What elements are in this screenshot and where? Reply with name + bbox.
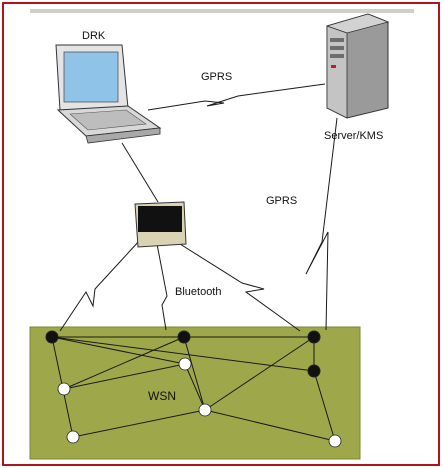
link-gprs-server-wsn (305, 117, 338, 331)
laptop-icon (55, 44, 162, 144)
server-drive-bay (330, 38, 344, 42)
mesh-edge (63, 336, 185, 390)
mesh-edge (51, 336, 186, 365)
sensor-node-black (177, 330, 191, 344)
mesh-edge (313, 370, 336, 442)
handheld-icon (134, 201, 187, 248)
laptop-screen (63, 51, 119, 103)
sensor-node-white (198, 403, 212, 417)
mesh-edge (72, 409, 206, 438)
sensor-node-white (328, 434, 342, 448)
sensor-node-black (307, 330, 321, 344)
laptop-label: DRK (82, 30, 106, 42)
laptop-front-edge (85, 127, 161, 144)
sensor-node-black (45, 330, 59, 344)
bluetooth-label: Bluetooth (175, 286, 222, 298)
server-drive-bay (330, 54, 344, 58)
mesh-edge (63, 363, 186, 390)
gprs-label-top: GPRS (201, 71, 233, 83)
mesh-edge (51, 336, 315, 372)
wsn-nodes (45, 330, 342, 448)
sensor-node-black (307, 364, 321, 378)
handheld-screen (138, 206, 182, 232)
wsn-field (29, 326, 361, 460)
server-label: Server/KMS (324, 130, 384, 142)
server-led (331, 65, 336, 68)
mesh-edge (204, 336, 315, 411)
outer-frame (2, 2, 440, 466)
mesh-edge (204, 409, 336, 442)
sensor-node-white (57, 382, 71, 396)
server-drive-bay (330, 46, 344, 50)
laptop-keyboard (69, 109, 147, 131)
link-bluetooth (156, 243, 168, 331)
link-handheld-wsn-right (179, 243, 301, 332)
sensor-node-white (178, 357, 192, 371)
wsn-label: WSN (148, 389, 176, 403)
link-handheld-wsn-left (59, 239, 141, 332)
mesh-edge (184, 363, 206, 411)
server-icon (325, 13, 390, 119)
sensor-node-white (66, 430, 80, 444)
link-gprs-laptop-server (147, 83, 326, 111)
link-laptop-handheld (121, 142, 159, 203)
mesh-edge (183, 336, 206, 411)
gprs-label-right: GPRS (266, 195, 298, 207)
top-bar (30, 9, 414, 13)
